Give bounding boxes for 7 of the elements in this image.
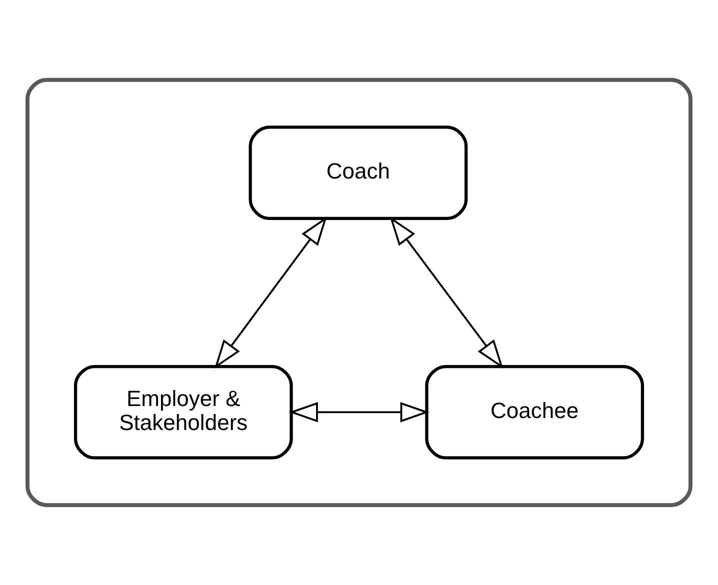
node-box: Coach (248, 126, 468, 220)
cluster (26, 78, 692, 508)
node-box: Employer & Stakeholders (74, 364, 293, 460)
arrow (288, 402, 430, 422)
arrow (214, 216, 328, 369)
arrow (390, 216, 504, 369)
node-box: Coachee (425, 364, 644, 460)
